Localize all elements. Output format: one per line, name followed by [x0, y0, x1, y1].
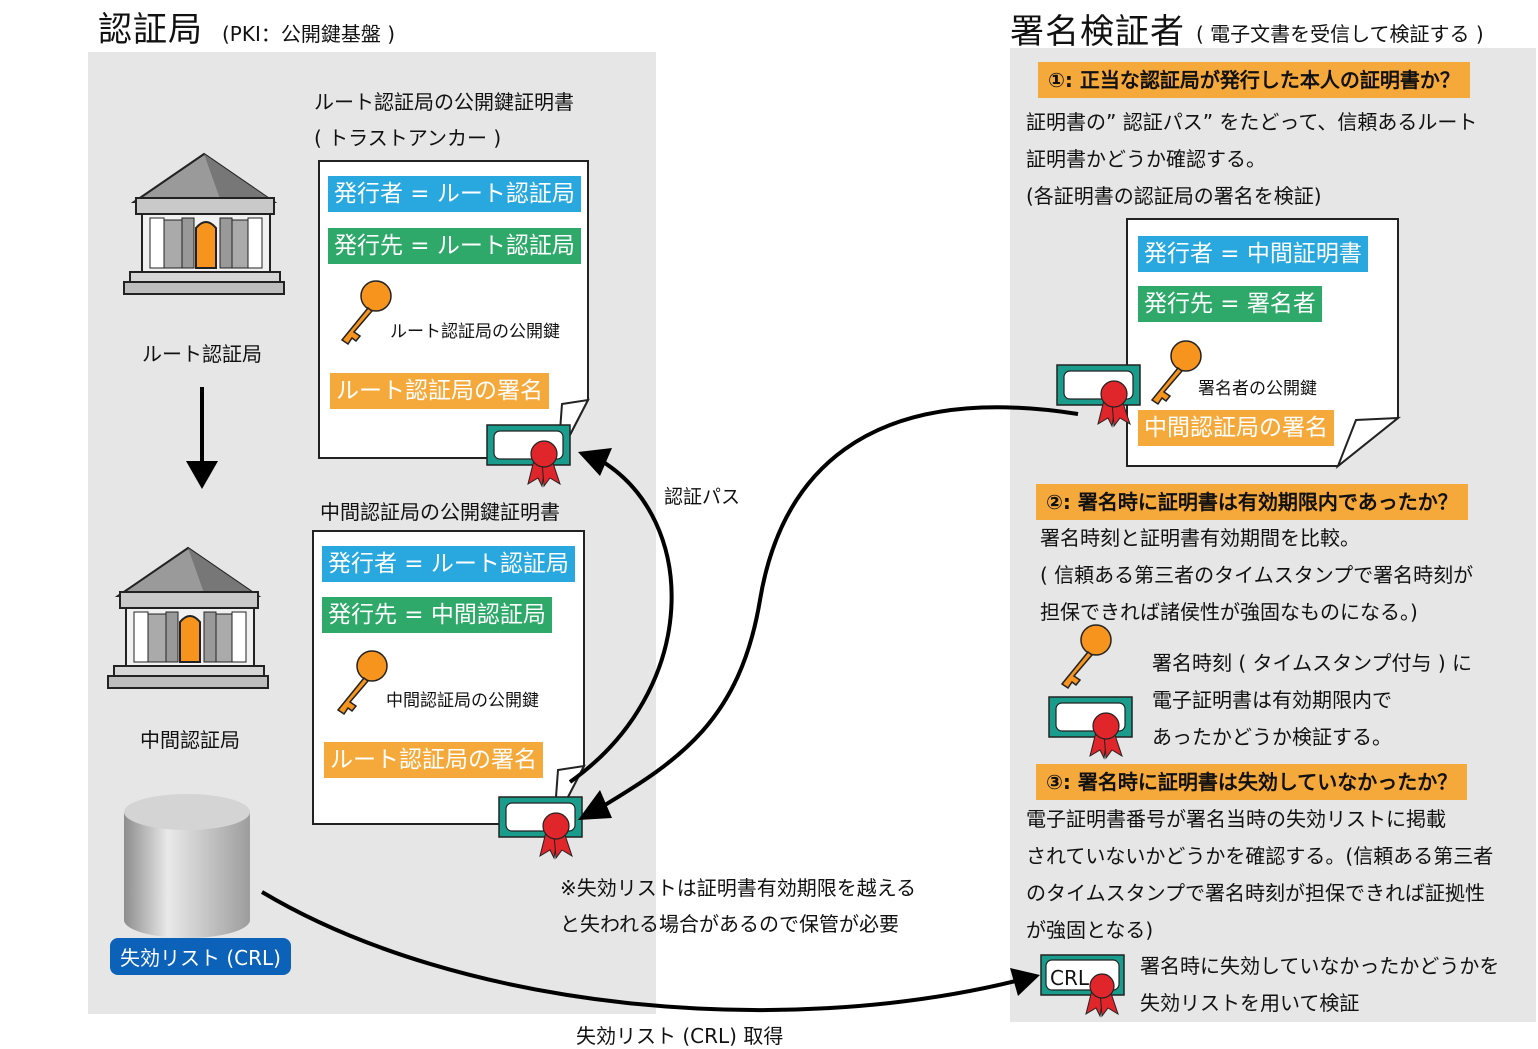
intermediate-cert-key-label: 中間認証局の公開鍵	[386, 691, 539, 711]
root-ca-building-icon	[123, 152, 285, 295]
q2-key-icon	[1060, 624, 1112, 690]
root-cert-caption-sub: ( トラストアンカー )	[314, 126, 502, 150]
q3-text-line3: のタイムスタンプで署名時刻が担保できれば証拠性	[1026, 881, 1485, 905]
q1-text-line3: (各証明書の認証局の署名を検証)	[1026, 184, 1322, 208]
crl-note-line1: ※失効リストは証明書有効期限を越える	[560, 876, 917, 900]
q3-detail-line2: 失効リストを用いて検証	[1140, 991, 1360, 1015]
hierarchy-arrow	[186, 387, 218, 489]
root-ca-label: ルート認証局	[142, 342, 262, 366]
intermediate-cert-subject: 発行先 = 中間認証局	[322, 597, 552, 633]
question-2: ②: 署名時に証明書は有効期限内であったか？	[1036, 484, 1468, 520]
root-cert-key-icon	[340, 280, 392, 346]
signer-cert-issuer: 発行者 = 中間証明書	[1138, 236, 1368, 272]
path-arrowhead-intermediate	[578, 790, 612, 820]
q1-text-line2: 証明書かどうか確認する。	[1026, 147, 1266, 171]
root-cert-subject: 発行先 = ルート認証局	[328, 228, 581, 264]
path-arrow-to-root	[568, 458, 674, 784]
question-1: ①: 正当な認証局が発行した本人の証明書か？	[1038, 62, 1470, 98]
signer-cert-subject: 発行先 = 署名者	[1138, 286, 1322, 322]
q1-text-line1: 証明書の” 認証パス” をたどって、信頼あるルート	[1026, 110, 1478, 134]
intermediate-ca-label: 中間認証局	[140, 728, 240, 752]
crl-note-line2: と失われる場合があるので保管が必要	[560, 912, 899, 936]
q2-detail-line2: 電子証明書は有効期限内で	[1152, 688, 1392, 712]
root-cert-caption: ルート認証局の公開鍵証明書	[314, 90, 574, 114]
signer-cert-signature: 中間認証局の署名	[1138, 410, 1334, 446]
ca-title: 認証局	[98, 10, 203, 50]
path-arrowhead-root	[578, 448, 612, 476]
certification-path-label: 認証パス	[664, 486, 741, 508]
crl-fetch-label: 失効リスト (CRL) 取得	[576, 1024, 784, 1048]
crl-cert-text: CRL	[1050, 966, 1090, 990]
q3-text-line2: されていないかどうかを確認する。(信頼ある第三者	[1026, 844, 1494, 868]
root-cert-seal-icon	[486, 424, 571, 488]
verifier-subtitle: ( 電子文書を受信して検証する )	[1196, 22, 1484, 46]
q3-text-line4: が強固となる)	[1026, 918, 1154, 942]
intermediate-ca-building-icon	[107, 546, 269, 689]
question-3: ③: 署名時に証明書は失効していなかったか？	[1036, 764, 1468, 800]
q2-detail-line1: 署名時刻 ( タイムスタンプ付与 ) に	[1152, 651, 1473, 675]
q3-text-line1: 電子証明書番号が署名当時の失効リストに掲載	[1026, 807, 1446, 831]
crl-database-icon	[124, 794, 250, 938]
intermediate-cert-key-icon	[336, 650, 388, 716]
path-arrow-to-intermediate	[598, 405, 1079, 810]
root-cert-key-label: ルート認証局の公開鍵	[390, 322, 560, 342]
signer-cert-key-icon	[1150, 340, 1202, 406]
intermediate-cert-signature: ルート認証局の署名	[324, 742, 543, 778]
signer-cert-document	[1126, 218, 1402, 470]
crl-label: 失効リスト (CRL)	[110, 938, 291, 975]
root-cert-issuer: 発行者 = ルート認証局	[328, 176, 581, 212]
root-cert-signature: ルート認証局の署名	[330, 373, 549, 409]
q2-text-line2: ( 信頼ある第三者のタイムスタンプで署名時刻が	[1040, 563, 1474, 587]
crl-fetch-arrowhead	[1010, 968, 1040, 996]
q2-cert-seal-icon	[1048, 696, 1133, 760]
crl-cert-icon	[1040, 954, 1125, 1018]
signer-cert-key-label: 署名者の公開鍵	[1198, 379, 1317, 399]
q3-detail-line1: 署名時に失効していなかったかどうかを	[1140, 954, 1500, 978]
intermediate-cert-issuer: 発行者 = ルート認証局	[322, 546, 575, 582]
q2-text-line3: 担保できれば諸侯性が強固なものになる。)	[1040, 600, 1418, 624]
verifier-panel	[1010, 48, 1536, 1022]
q2-detail-line3: あったかどうか検証する。	[1152, 725, 1392, 749]
crl-fetch-arrow	[260, 890, 1021, 1013]
verifier-title: 署名検証者	[1010, 12, 1185, 52]
intermediate-cert-seal-icon	[498, 796, 583, 860]
intermediate-cert-caption: 中間認証局の公開鍵証明書	[320, 500, 560, 524]
signer-cert-seal-icon	[1056, 364, 1141, 428]
q2-text-line1: 署名時刻と証明書有効期間を比較。	[1040, 526, 1360, 550]
ca-subtitle: (PKI：公開鍵基盤 )	[222, 22, 396, 46]
